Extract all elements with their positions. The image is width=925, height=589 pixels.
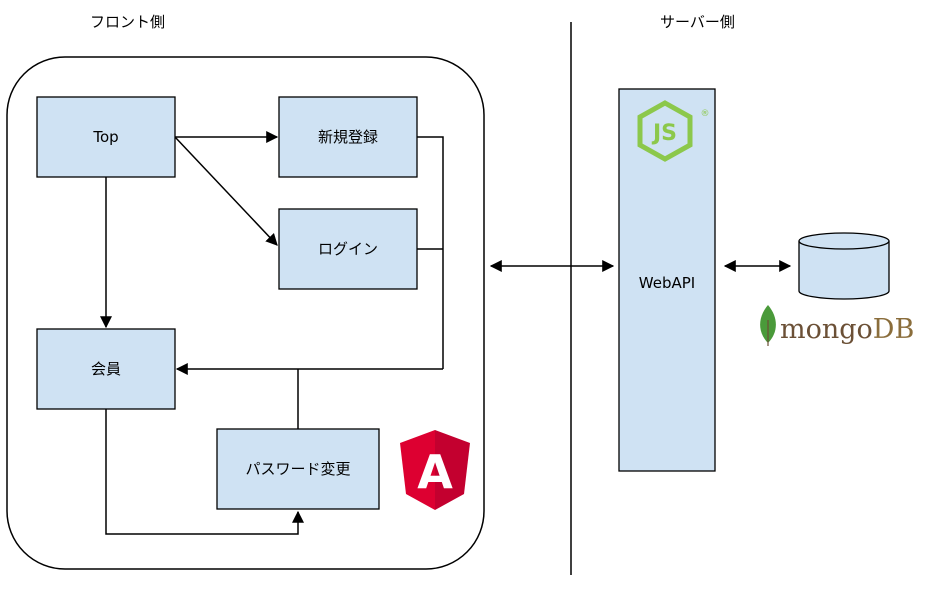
node-top: Top <box>36 96 176 178</box>
node-top-label: Top <box>92 128 118 146</box>
connector-signup <box>417 136 444 369</box>
node-member: 会員 <box>36 328 176 410</box>
node-webapi: WebAPI <box>618 88 716 472</box>
arrow-top-to-login <box>174 136 278 246</box>
node-signup-label: 新規登録 <box>318 128 378 146</box>
frontend-container <box>6 56 485 570</box>
nodejs-logo-text: JS <box>651 121 677 146</box>
database-cylinder-icon <box>798 232 890 300</box>
node-password-change: パスワード変更 <box>216 428 380 510</box>
svg-text:mongoDB: mongoDB <box>780 314 914 345</box>
node-login-label: ログイン <box>318 240 378 258</box>
node-webapi-label: WebAPI <box>639 274 695 292</box>
node-signup: 新規登録 <box>278 96 418 178</box>
angular-logo-icon: A <box>400 430 470 510</box>
nodejs-logo-icon: JS ® <box>637 100 710 162</box>
front-side-header: フロント側 <box>90 13 165 31</box>
arrow-member-to-password <box>105 409 304 535</box>
mongodb-logo: mongoDB <box>760 305 914 346</box>
angular-logo-letter: A <box>417 445 453 499</box>
mongodb-logo-text-mongo: mongo <box>780 314 873 345</box>
mongodb-logo-text-db: DB <box>873 314 915 345</box>
node-password-change-label: パスワード変更 <box>245 460 350 478</box>
node-login: ログイン <box>278 208 418 290</box>
nodejs-registered-mark: ® <box>701 109 710 119</box>
node-member-label: 会員 <box>91 360 121 378</box>
server-side-header: サーバー側 <box>660 13 735 31</box>
